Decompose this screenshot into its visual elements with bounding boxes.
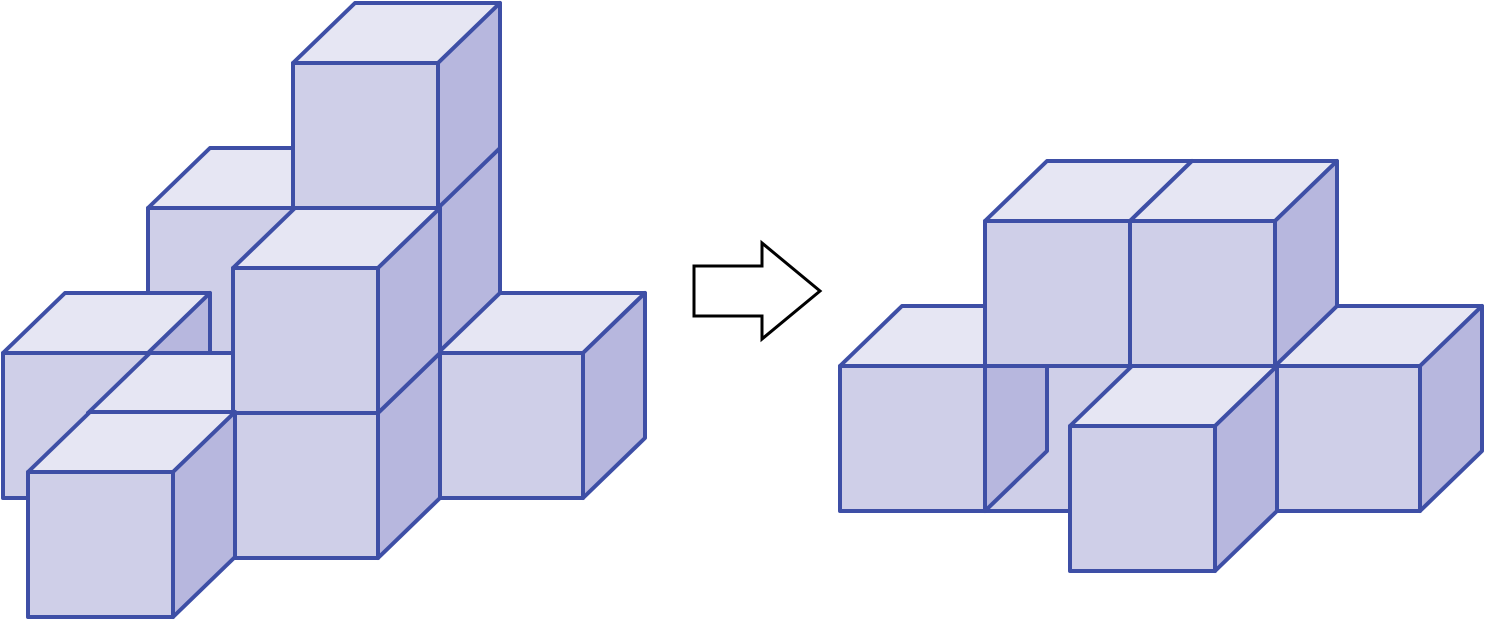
before-cube-structure (1, 1, 647, 619)
cube-front-face (26, 470, 175, 619)
cube (231, 206, 442, 415)
cube (1068, 364, 1279, 573)
transformation-arrow-icon (692, 239, 823, 343)
cube-front-face (231, 411, 380, 560)
cube-front-face (436, 351, 585, 500)
cube-front-face (291, 61, 440, 210)
cube (26, 410, 237, 619)
cube (1273, 304, 1484, 513)
cube (436, 291, 647, 500)
cube-front-face (838, 364, 987, 513)
cube-front-face (1128, 219, 1277, 368)
cube (291, 1, 502, 210)
cube-front-face (1068, 424, 1217, 573)
right-arrow-icon (692, 239, 823, 343)
cube-front-face (1273, 364, 1422, 513)
cube-front-face (231, 266, 380, 415)
after-cube-structure (838, 159, 1484, 573)
cube-front-face (983, 219, 1132, 368)
cube (1128, 159, 1339, 368)
